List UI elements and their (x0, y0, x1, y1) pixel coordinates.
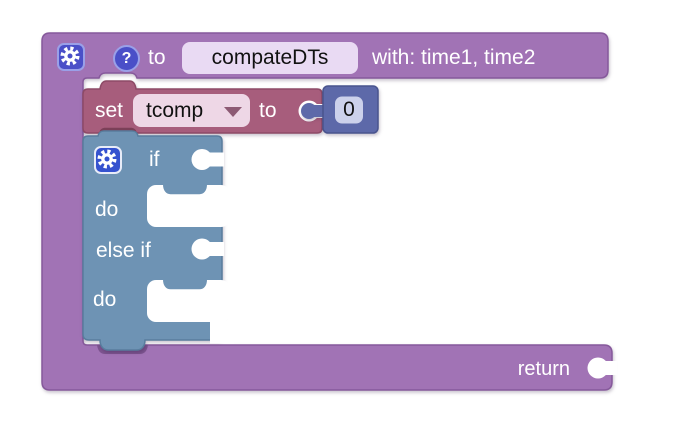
statement-bump-1 (163, 184, 207, 195)
number-block-shape[interactable] (301, 85, 379, 134)
return-socket-slit (603, 361, 617, 375)
set-to-label: to (259, 99, 277, 122)
mutator-gear-button[interactable] (57, 43, 85, 71)
do-statement-cut-2[interactable] (147, 280, 230, 322)
do-label-2: do (93, 288, 117, 311)
do-statement-cut-1[interactable] (147, 185, 230, 227)
else-if-label: else if (96, 239, 151, 262)
gear-icon (60, 46, 80, 66)
if-socket-slit (206, 152, 224, 167)
procedure-block-shape[interactable] (41, 32, 613, 391)
elseif-socket-slit (206, 242, 224, 256)
set-label: set (95, 99, 124, 122)
return-socket-cutout[interactable] (587, 357, 618, 379)
if-label: if (149, 148, 160, 171)
number-value[interactable]: 0 (343, 98, 355, 121)
help-button[interactable]: ? (113, 45, 140, 72)
procedure-to-label: to (148, 46, 166, 69)
elseif-condition-socket-cutout[interactable] (191, 238, 225, 260)
bottom-bar-trim (210, 320, 234, 344)
procedure-params-label: with: time1, time2 (372, 46, 536, 69)
procedure-name-field[interactable]: compateDTs (182, 42, 358, 74)
do-label: do (95, 198, 119, 221)
number-input-field[interactable] (335, 96, 363, 124)
number-block-tab-neck (309, 105, 326, 117)
help-icon: ? (121, 49, 132, 67)
if-mutator-gear-button[interactable] (94, 146, 122, 174)
dropdown-arrow-icon[interactable] (224, 107, 242, 117)
return-label: return (517, 358, 570, 380)
if-condition-socket-cutout[interactable] (191, 149, 225, 170)
statement-bump-2 (163, 279, 207, 290)
gear-icon (97, 149, 117, 169)
